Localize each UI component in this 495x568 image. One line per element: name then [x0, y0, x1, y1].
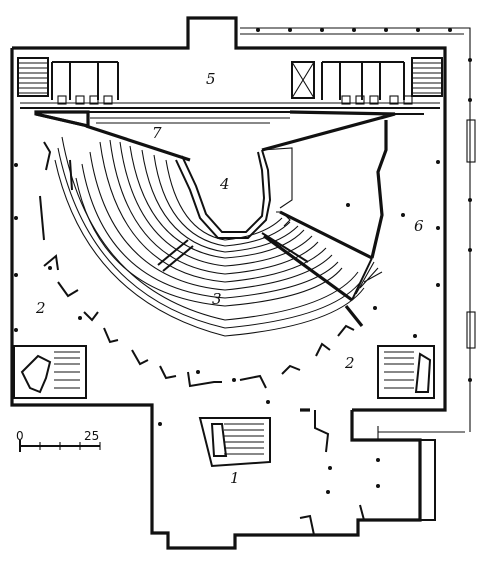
scale-end-label: 25 [84, 429, 99, 443]
outer-walls [10, 16, 465, 550]
room-labels: 1 2 2 3 4 5 6 7 [35, 70, 424, 487]
side-corridor [263, 120, 388, 327]
foyer [198, 410, 365, 536]
label-lobby-left: 2 [35, 299, 46, 317]
label-forestage: 7 [152, 124, 162, 142]
lobby-partitions [39, 141, 355, 389]
stage-block [17, 57, 443, 109]
label-lobby-right: 2 [344, 354, 355, 372]
thrust-stage [175, 147, 293, 239]
label-side-room: 6 [414, 217, 424, 235]
side-enclosure [240, 27, 476, 432]
forestage [34, 110, 424, 162]
label-thrust-stage: 4 [219, 175, 230, 193]
column-markers [14, 160, 440, 494]
auditorium-seating [54, 136, 365, 337]
label-stage: 5 [206, 70, 216, 88]
scale-bar: 0 25 [16, 429, 101, 452]
scale-start-label: 0 [16, 429, 24, 443]
label-auditorium: 3 [212, 290, 222, 308]
label-foyer: 1 [230, 469, 240, 487]
stair-blocks [13, 345, 435, 399]
